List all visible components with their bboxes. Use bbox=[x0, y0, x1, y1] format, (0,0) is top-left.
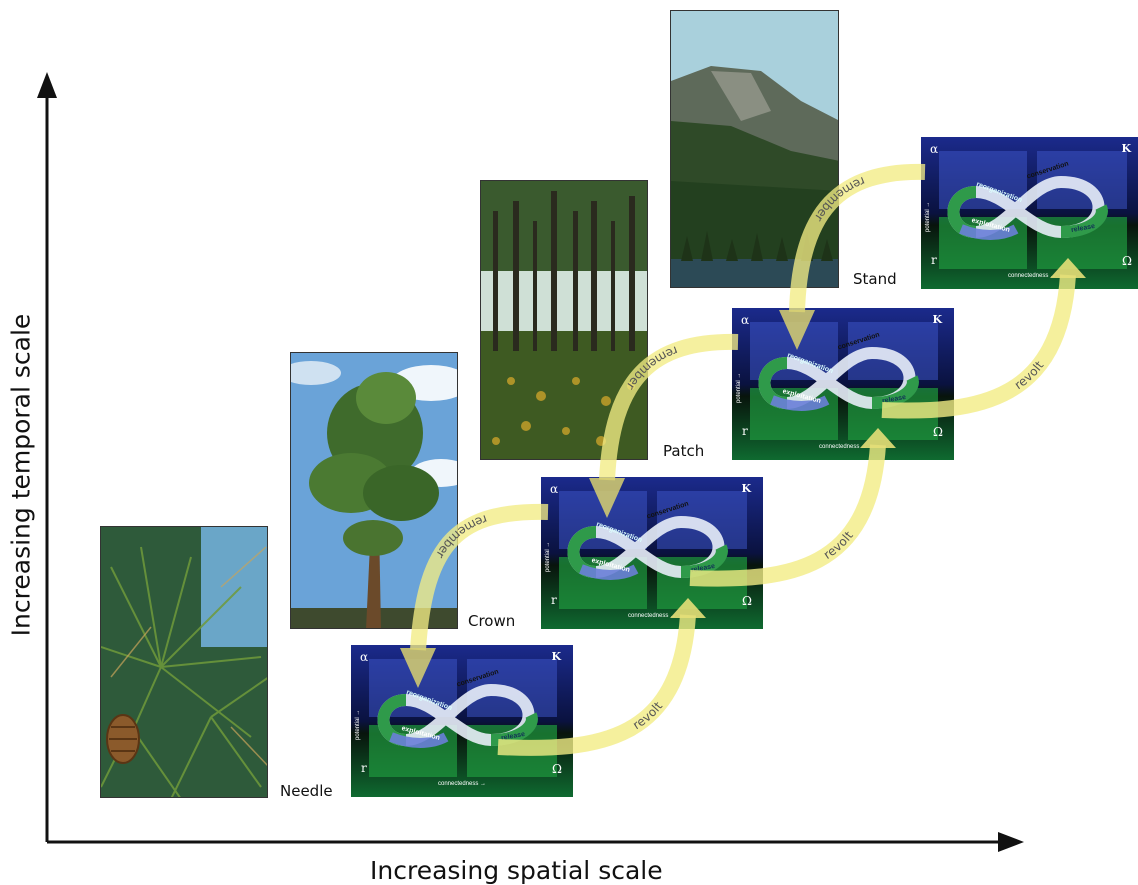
alpha-symbol: α bbox=[930, 142, 939, 156]
patch-photo bbox=[480, 180, 648, 460]
y-axis-arrowhead bbox=[37, 72, 57, 98]
pine-needle-image bbox=[101, 527, 267, 797]
needle-label: Needle bbox=[280, 782, 333, 800]
alpha-symbol: α bbox=[550, 482, 559, 496]
pine-tree-image bbox=[291, 353, 457, 628]
potential-axis-label: potential → bbox=[355, 709, 361, 740]
cycle-diagram bbox=[732, 308, 954, 460]
crown-photo bbox=[290, 352, 458, 629]
x-axis-title: Increasing spatial scale bbox=[370, 856, 663, 885]
omega-symbol: Ω bbox=[933, 425, 943, 439]
forest-patch-image bbox=[481, 181, 647, 459]
stand-label: Stand bbox=[853, 270, 897, 288]
adaptive-cycle-panel-crown: α K r Ω potential → connectedness → cons… bbox=[541, 477, 763, 629]
omega-symbol: Ω bbox=[742, 594, 752, 608]
connectedness-axis-label: connectedness → bbox=[437, 781, 487, 787]
k-symbol: K bbox=[741, 482, 751, 495]
x-axis-arrowhead bbox=[998, 832, 1024, 852]
adaptive-cycle-panel-needle: α K r Ω potential → connectedness → cons… bbox=[351, 645, 573, 797]
adaptive-cycle-panel-stand: α K r Ω potential → connectedness → cons… bbox=[921, 137, 1138, 289]
r-symbol: r bbox=[931, 253, 937, 267]
crown-label: Crown bbox=[468, 612, 516, 630]
patch-label: Patch bbox=[663, 442, 705, 460]
omega-symbol: Ω bbox=[1122, 254, 1132, 268]
omega-symbol: Ω bbox=[552, 762, 562, 776]
connectedness-axis-label: connectedness → bbox=[627, 613, 677, 619]
alpha-symbol: α bbox=[741, 313, 750, 327]
alpha-symbol: α bbox=[360, 650, 369, 664]
needle-photo bbox=[100, 526, 268, 798]
adaptive-cycle-panel-patch: α K r Ω potential → connectedness → cons… bbox=[732, 308, 954, 460]
k-symbol: K bbox=[551, 650, 561, 663]
connectedness-axis-label: connectedness → bbox=[1007, 273, 1057, 279]
k-symbol: K bbox=[1121, 142, 1131, 155]
k-symbol: K bbox=[932, 313, 942, 326]
potential-axis-label: potential → bbox=[925, 201, 931, 232]
forest-stand-image bbox=[671, 11, 838, 287]
connectedness-axis-label: connectedness → bbox=[818, 444, 868, 450]
r-symbol: r bbox=[742, 424, 748, 438]
cycle-diagram bbox=[921, 137, 1138, 289]
potential-axis-label: potential → bbox=[545, 541, 551, 572]
cycle-diagram bbox=[351, 645, 573, 797]
r-symbol: r bbox=[361, 761, 367, 775]
stand-photo bbox=[670, 10, 839, 288]
y-axis-title: Increasing temporal scale bbox=[6, 313, 36, 637]
r-symbol: r bbox=[551, 593, 557, 607]
cycle-diagram bbox=[541, 477, 763, 629]
potential-axis-label: potential → bbox=[736, 372, 742, 403]
